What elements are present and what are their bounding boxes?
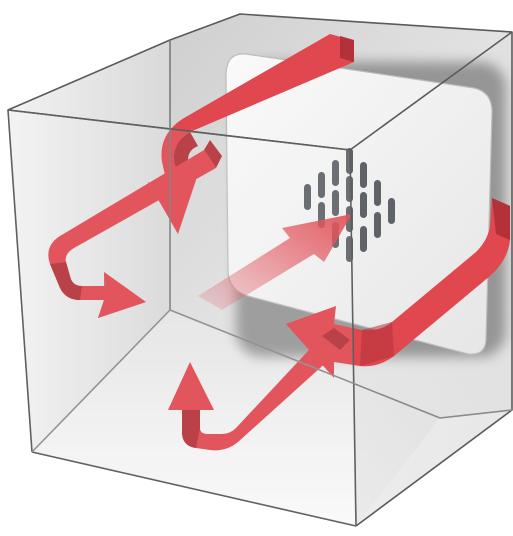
airflow-arrow-icon (48, 140, 222, 318)
cube-back-bottom-edge (31, 309, 513, 453)
airflow-arrow-icon (286, 198, 510, 378)
front-glass (8, 110, 356, 526)
airflow-arrow-icon (198, 214, 352, 310)
cube-edges (7, 13, 513, 527)
airflow-arrow-icon (168, 328, 350, 451)
cube-right-edge (355, 32, 513, 527)
left-wall (8, 40, 170, 452)
cube-front-right-edge (349, 149, 357, 527)
cube-front-bottom-edge (31, 451, 357, 527)
airflow-arrows (48, 34, 510, 451)
cube-front-top-edge (7, 109, 351, 151)
device-face (225, 53, 493, 355)
cube-front-left-edge (7, 109, 33, 453)
floor (32, 310, 440, 526)
